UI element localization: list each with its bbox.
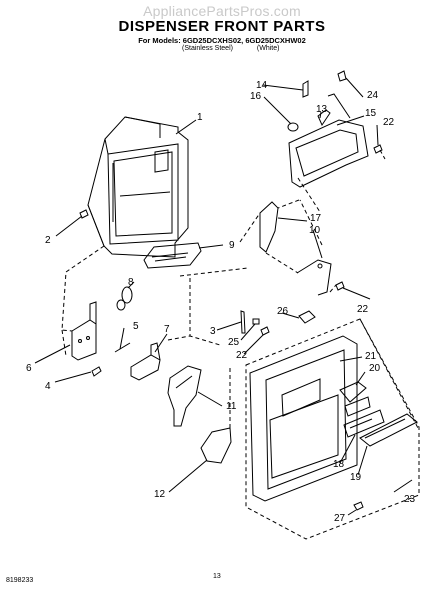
assembly-lines <box>61 149 419 430</box>
part-13-16 <box>287 109 331 132</box>
callout-21: 21 <box>365 351 377 362</box>
page-number: 13 <box>213 573 221 580</box>
callout-7: 7 <box>164 324 170 335</box>
variant-stainless: (Stainless Steel) <box>182 45 233 52</box>
callout-26: 26 <box>277 306 289 317</box>
part-7 <box>130 342 161 381</box>
callout-15: 15 <box>365 108 377 119</box>
part-22-screw-c <box>260 326 270 336</box>
callout-20: 20 <box>369 363 381 374</box>
callout-11: 11 <box>226 401 237 412</box>
page-title: DISPENSER FRONT PARTS <box>118 18 326 35</box>
document-number: 8198233 <box>6 577 34 584</box>
part-22-screw-b <box>335 281 345 291</box>
part-21-front-panel <box>249 335 358 502</box>
callout-2: 2 <box>45 235 51 246</box>
part-18 <box>343 409 385 438</box>
callout-10: 10 <box>309 225 321 236</box>
part-17 <box>259 201 279 253</box>
part-3-25 <box>240 310 260 334</box>
part-6 <box>71 301 97 361</box>
callout-6: 6 <box>26 363 32 374</box>
part-26 <box>298 310 316 324</box>
part-19 <box>359 413 418 447</box>
variant-white: (White) <box>256 45 280 52</box>
part-23-trim <box>245 318 420 540</box>
part-20 <box>339 381 371 417</box>
model-variants: (Stainless Steel) (White) <box>182 45 279 52</box>
callout-1: 1 <box>197 112 203 123</box>
callout-16: 16 <box>250 91 262 102</box>
part-dispenser-housing <box>87 116 189 258</box>
callout-5: 5 <box>133 321 139 332</box>
part-8 <box>116 286 133 311</box>
callout-13: 13 <box>316 104 328 115</box>
callout-9: 9 <box>229 240 235 251</box>
part-12 <box>200 427 232 464</box>
callout-22c: 22 <box>236 350 248 361</box>
callout-numbers: 1 2 3 4 5 6 7 8 9 10 11 12 13 14 15 16 1… <box>26 80 416 524</box>
watermark: AppliancePartsPros.com <box>143 3 301 19</box>
callout-22a: 22 <box>383 117 395 128</box>
callout-8: 8 <box>128 277 134 288</box>
callout-24: 24 <box>367 90 379 101</box>
part-10 <box>296 259 332 296</box>
callout-18: 18 <box>333 459 345 470</box>
part-drip-tray <box>143 242 202 269</box>
model-numbers: For Models: 6GD25DCXHS02, 6GD25DCXHW02 <box>138 36 306 45</box>
callout-22b: 22 <box>357 304 369 315</box>
part-14-24 <box>302 70 347 98</box>
callout-27: 27 <box>334 513 346 524</box>
part-4 <box>91 366 102 377</box>
callout-25: 25 <box>228 337 240 348</box>
leader-lines <box>34 77 413 516</box>
part-11 <box>167 365 202 427</box>
callout-14: 14 <box>256 80 268 91</box>
part-27 <box>353 501 364 511</box>
callout-23: 23 <box>404 494 416 505</box>
part-22-screw-a <box>373 144 383 154</box>
callout-17: 17 <box>310 213 322 224</box>
part-5 <box>114 342 131 353</box>
callout-4: 4 <box>45 381 51 392</box>
part-15 <box>288 93 369 188</box>
callout-19: 19 <box>350 472 362 483</box>
callout-3: 3 <box>210 326 216 337</box>
callout-12: 12 <box>154 489 166 500</box>
